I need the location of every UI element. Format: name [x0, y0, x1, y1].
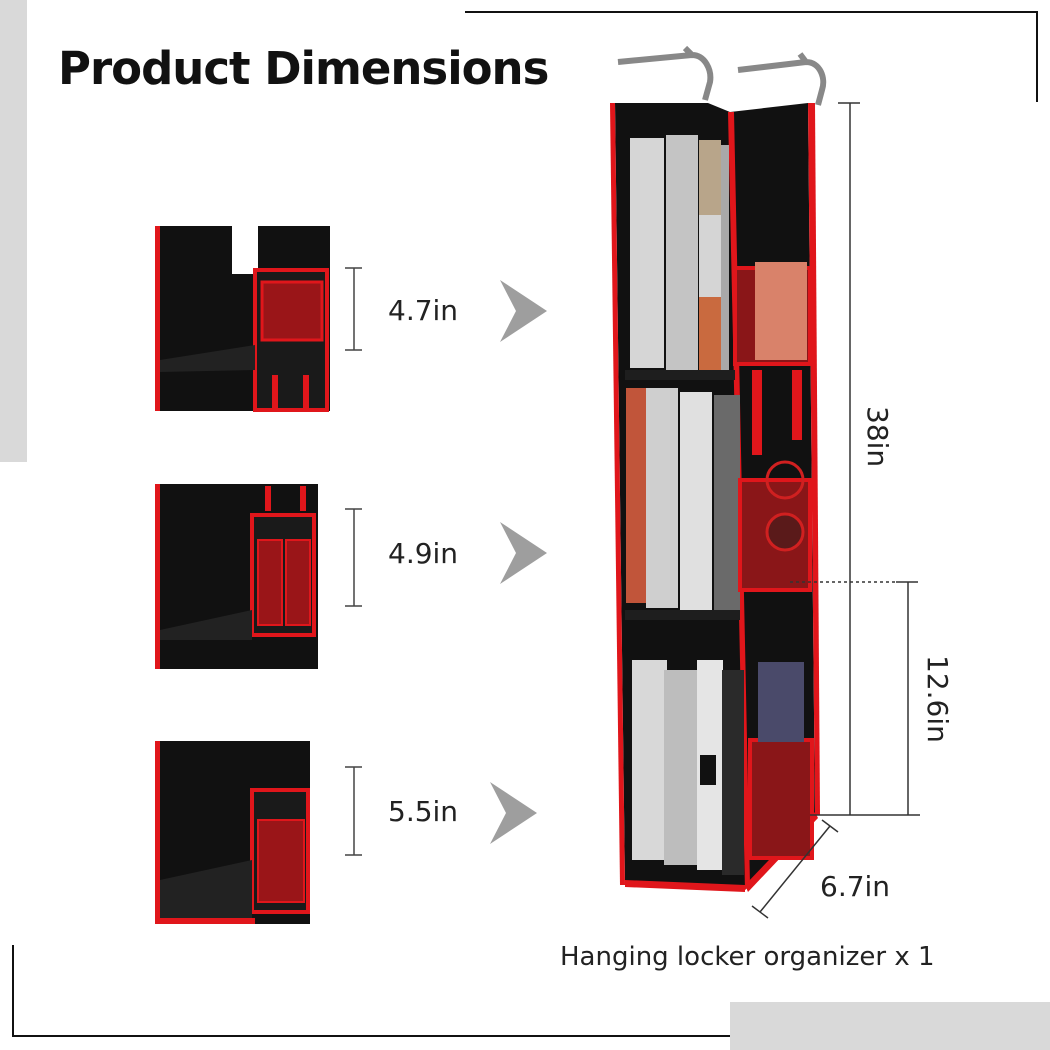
shelf-height-label-2: 4.9in	[388, 537, 459, 570]
arrow-right-icon	[500, 280, 547, 342]
shelf-height-label-3: 5.5in	[388, 795, 459, 828]
product-caption: Hanging locker organizer x 1	[560, 942, 935, 972]
arrow-icons	[490, 280, 547, 844]
frame-lines	[12, 11, 1038, 1037]
page-title: Product Dimensions	[58, 42, 549, 95]
arrow-right-icon	[500, 522, 547, 584]
shelf-height-label-1: 4.7in	[388, 294, 459, 327]
shelf-dimension-markers	[345, 267, 362, 856]
main-organizer	[610, 45, 827, 892]
shelf-detail-1	[155, 226, 330, 412]
shelf-detail-3	[155, 741, 310, 924]
overall-height-label: 38in	[861, 406, 894, 468]
overall-dimension-lines	[751, 102, 920, 919]
section-height-label: 12.6in	[921, 655, 954, 743]
shelf-detail-2	[155, 484, 318, 669]
bottom-grey-bar	[730, 1002, 1050, 1050]
arrow-right-icon	[490, 782, 537, 844]
depth-label: 6.7in	[820, 870, 891, 903]
left-grey-bar	[0, 0, 27, 462]
